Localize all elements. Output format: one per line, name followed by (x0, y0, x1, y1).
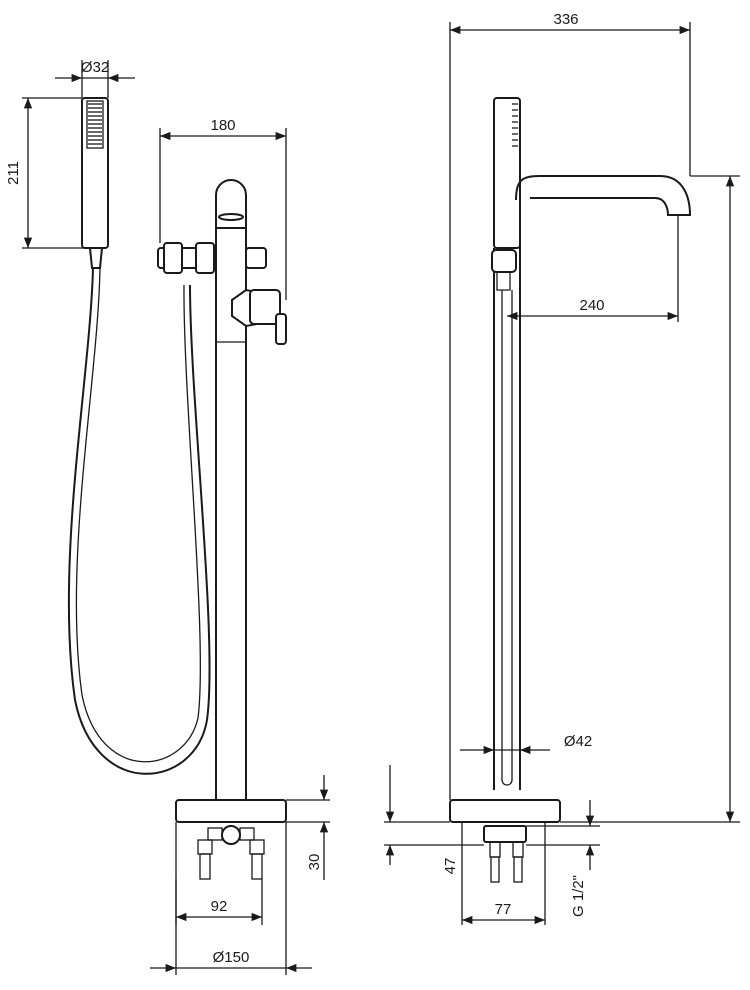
dim-base-height: 30 (306, 854, 323, 871)
handshower-grip-lines (86, 100, 104, 149)
side-view-mixer (449, 97, 692, 883)
front-view-mixer (157, 179, 287, 880)
dim-floor-depth: 47 (442, 858, 459, 875)
dimension-lines (22, 22, 740, 975)
front-connectors (197, 825, 265, 880)
dim-handshower-diameter: Ø32 (81, 59, 109, 76)
hand-shower (81, 97, 109, 269)
dim-column-diameter: Ø42 (564, 733, 592, 750)
dim-thread: G 1/2" (570, 875, 587, 917)
dim-side-base-width: 77 (495, 901, 512, 918)
dim-connection-spacing: 92 (211, 898, 228, 915)
dim-spout-projection: 240 (579, 297, 604, 314)
dim-front-width: 180 (210, 117, 235, 134)
dim-total-width: 336 (553, 11, 578, 28)
shower-hose (67, 267, 211, 775)
side-connectors (483, 825, 527, 883)
dim-base-diameter: Ø150 (213, 949, 250, 966)
dim-handshower-length: 211 (5, 161, 22, 185)
